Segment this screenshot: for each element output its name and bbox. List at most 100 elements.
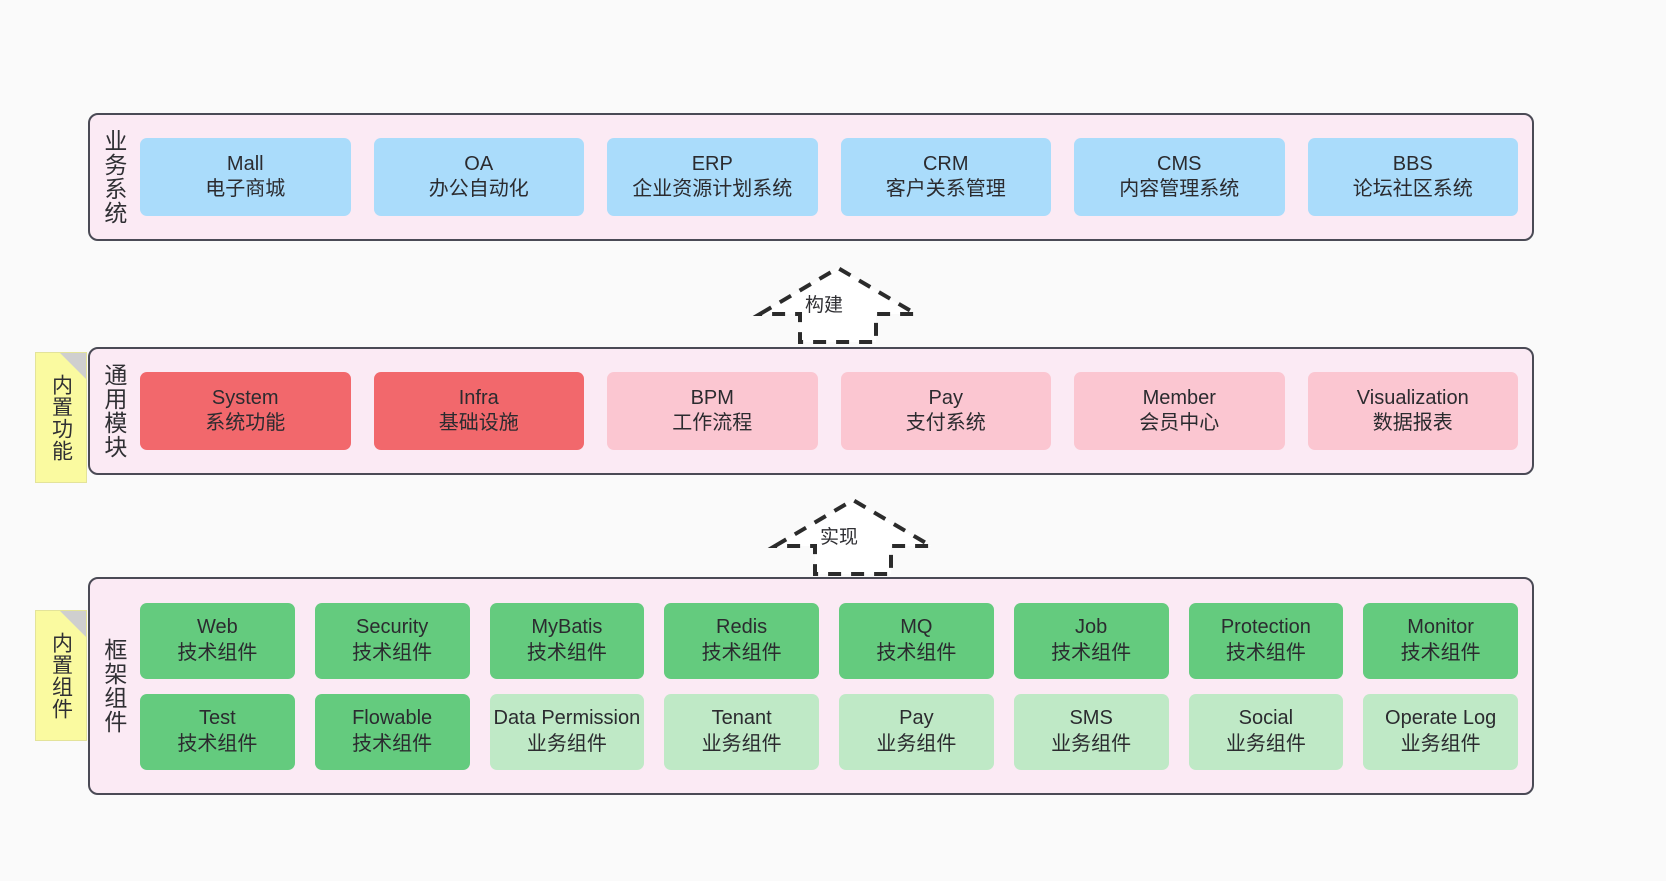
sticky-note-builtin-component[interactable]: 内置组件 — [35, 610, 87, 741]
card-row: System 系统功能 Infra 基础设施 BPM 工作流程 Pay 支付系统… — [140, 372, 1518, 450]
card-subtitle: 工作流程 — [672, 412, 753, 434]
card-subtitle: 支付系统 — [905, 412, 986, 434]
card-title: CMS — [1157, 152, 1202, 175]
layer-title-business-system: 业务系统 — [100, 129, 127, 225]
card-title: MyBatis — [531, 616, 603, 639]
card-title: ERP — [691, 152, 733, 175]
card-title: Job — [1075, 616, 1108, 639]
card-row: Web 技术组件 Security 技术组件 MyBatis 技术组件 Redi… — [140, 602, 1518, 679]
card-subtitle: 技术组件 — [177, 641, 258, 664]
card-monitor[interactable]: Monitor 技术组件 — [1363, 602, 1518, 679]
card-web[interactable]: Web 技术组件 — [140, 602, 295, 679]
card-erp[interactable]: ERP 企业资源计划系统 — [607, 138, 818, 216]
layer-common-module[interactable]: 通用模块 System 系统功能 Infra 基础设施 BPM 工作流程 Pay… — [88, 347, 1534, 475]
card-subtitle: 系统功能 — [205, 412, 286, 434]
layer-title-framework-component: 框架组件 — [100, 638, 127, 734]
card-title: Web — [196, 616, 238, 639]
card-mall[interactable]: Mall 电子商城 — [140, 138, 351, 216]
card-title: Member — [1142, 386, 1216, 409]
layer-body-common-module: System 系统功能 Infra 基础设施 BPM 工作流程 Pay 支付系统… — [136, 349, 1532, 473]
card-infra[interactable]: Infra 基础设施 — [373, 372, 584, 450]
card-title: SMS — [1069, 707, 1113, 730]
card-subtitle: 技术组件 — [701, 641, 782, 664]
card-subtitle: 技术组件 — [1051, 641, 1132, 664]
folded-corner-icon — [60, 353, 86, 379]
card-subtitle: 业务组件 — [876, 732, 957, 755]
card-operate-log[interactable]: Operate Log 业务组件 — [1363, 693, 1518, 770]
card-title: Visualization — [1356, 386, 1469, 409]
card-protection[interactable]: Protection 技术组件 — [1188, 602, 1344, 679]
card-subtitle: 客户关系管理 — [885, 178, 1006, 200]
card-title: Social — [1238, 707, 1294, 730]
card-subtitle: 业务组件 — [1225, 732, 1306, 755]
card-title: Tenant — [711, 707, 772, 730]
card-title: Protection — [1220, 616, 1311, 639]
card-subtitle: 业务组件 — [701, 732, 782, 755]
card-subtitle: 会员中心 — [1139, 412, 1220, 434]
card-social[interactable]: Social 业务组件 — [1188, 693, 1344, 770]
card-subtitle: 电子商城 — [205, 178, 286, 200]
card-subtitle: 技术组件 — [352, 641, 433, 664]
card-subtitle: 内容管理系统 — [1119, 178, 1240, 200]
card-title: Redis — [716, 616, 768, 639]
card-oa[interactable]: OA 办公自动化 — [373, 138, 584, 216]
card-flowable[interactable]: Flowable 技术组件 — [314, 693, 470, 770]
layer-body-framework-component: Web 技术组件 Security 技术组件 MyBatis 技术组件 Redi… — [136, 579, 1532, 793]
card-sms[interactable]: SMS 业务组件 — [1013, 693, 1169, 770]
card-mybatis[interactable]: MyBatis 技术组件 — [489, 602, 645, 679]
card-crm[interactable]: CRM 客户关系管理 — [840, 138, 1051, 216]
sticky-note-text: 内置组件 — [49, 631, 73, 720]
card-row: Test 技术组件 Flowable 技术组件 Data Permission … — [140, 693, 1518, 770]
card-subtitle: 论坛社区系统 — [1352, 178, 1473, 200]
card-title: BPM — [690, 386, 734, 409]
card-system[interactable]: System 系统功能 — [140, 372, 351, 450]
card-title: Pay — [928, 386, 963, 409]
card-member[interactable]: Member 会员中心 — [1074, 372, 1285, 450]
sticky-note-text: 内置功能 — [49, 373, 73, 462]
implement-arrow-label: 实现 — [820, 527, 859, 548]
card-subtitle: 基础设施 — [438, 412, 519, 434]
card-bbs[interactable]: BBS 论坛社区系统 — [1307, 138, 1518, 216]
card-title: OA — [464, 152, 494, 175]
card-pay-business[interactable]: Pay 业务组件 — [839, 693, 994, 770]
card-title: MQ — [900, 616, 933, 639]
layer-title-common-module: 通用模块 — [100, 363, 127, 459]
card-mq[interactable]: MQ 技术组件 — [839, 602, 994, 679]
card-subtitle: 技术组件 — [876, 641, 957, 664]
card-subtitle: 业务组件 — [1400, 732, 1481, 755]
card-title: BBS — [1392, 152, 1433, 175]
build-arrow-label: 构建 — [805, 295, 844, 316]
card-subtitle: 技术组件 — [1225, 641, 1306, 664]
card-title: Infra — [458, 386, 499, 409]
card-subtitle: 技术组件 — [1400, 641, 1481, 664]
card-job[interactable]: Job 技术组件 — [1013, 602, 1169, 679]
card-bpm[interactable]: BPM 工作流程 — [607, 372, 818, 450]
card-title: CRM — [922, 152, 969, 175]
card-subtitle: 办公自动化 — [428, 178, 529, 200]
card-subtitle: 业务组件 — [1051, 732, 1132, 755]
sticky-note-builtin-feature[interactable]: 内置功能 — [35, 352, 87, 483]
card-title: Data Permission — [493, 707, 641, 730]
card-subtitle: 技术组件 — [177, 732, 258, 755]
card-redis[interactable]: Redis 技术组件 — [664, 602, 819, 679]
card-title: Flowable — [352, 707, 433, 730]
card-subtitle: 技术组件 — [526, 641, 607, 664]
layer-framework-component[interactable]: 框架组件 Web 技术组件 Security 技术组件 MyBatis 技术组件… — [88, 577, 1534, 795]
card-title: System — [211, 386, 279, 409]
card-test[interactable]: Test 技术组件 — [140, 693, 295, 770]
card-pay[interactable]: Pay 支付系统 — [840, 372, 1051, 450]
card-subtitle: 业务组件 — [526, 732, 607, 755]
card-security[interactable]: Security 技术组件 — [314, 602, 470, 679]
card-tenant[interactable]: Tenant 业务组件 — [664, 693, 819, 770]
card-title: Operate Log — [1385, 707, 1497, 730]
card-title: Mall — [226, 152, 264, 175]
card-cms[interactable]: CMS 内容管理系统 — [1074, 138, 1285, 216]
card-title: Test — [199, 707, 236, 730]
card-visualization[interactable]: Visualization 数据报表 — [1307, 372, 1518, 450]
card-subtitle: 数据报表 — [1372, 412, 1453, 434]
card-subtitle: 技术组件 — [352, 732, 433, 755]
card-data-permission[interactable]: Data Permission 业务组件 — [489, 693, 645, 770]
layer-business-system[interactable]: 业务系统 Mall 电子商城 OA 办公自动化 ERP 企业资源计划系统 CRM… — [88, 113, 1534, 241]
card-row: Mall 电子商城 OA 办公自动化 ERP 企业资源计划系统 CRM 客户关系… — [140, 138, 1518, 216]
